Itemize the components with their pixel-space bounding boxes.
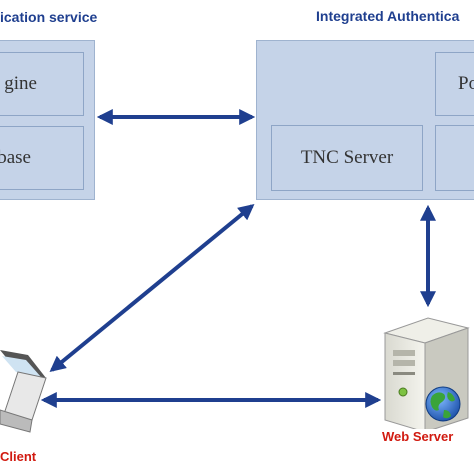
client-label: Client: [0, 449, 39, 464]
policy-cell: Po: [435, 52, 474, 116]
globe-icon: [425, 386, 461, 422]
client-to-tnc-arrow: [49, 203, 255, 373]
right-service-title: Integrated Authentica: [314, 8, 460, 24]
left-database-cell: base: [0, 126, 84, 190]
policy-label: Po: [458, 73, 474, 94]
left-engine-label: gine: [4, 73, 37, 94]
left-service-title: ication service: [0, 9, 100, 25]
right-lower-cell: [435, 125, 474, 191]
left-engine-cell: gine: [0, 52, 84, 116]
left-database-label: base: [0, 147, 31, 168]
laptop-icon: [0, 350, 47, 433]
tnc-server-cell: TNC Server: [271, 125, 423, 191]
tnc-server-label: TNC Server: [300, 147, 394, 168]
web-server-label: Web Server: [380, 429, 456, 444]
